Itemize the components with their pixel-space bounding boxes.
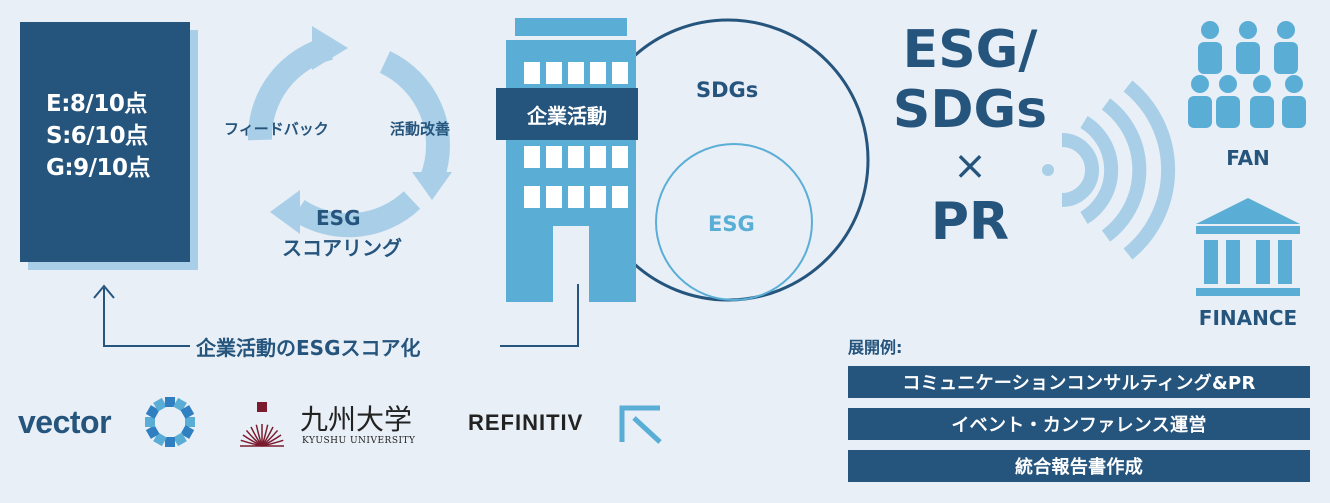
- headline-pr: PR: [930, 192, 1010, 252]
- headline-times: ×: [953, 143, 987, 189]
- venn-inner-circle: [655, 143, 813, 301]
- sdgs-label: SDGs: [696, 78, 759, 102]
- scoring-label-scoring: スコアリング: [282, 236, 402, 260]
- cycle-arrow-bottom: [291, 191, 421, 238]
- finance-label: FINANCE: [1198, 306, 1298, 330]
- refinitiv-logo-text: REFINITIV: [468, 410, 584, 435]
- esg-score-card: E:8/10点 S:6/10点 G:9/10点: [20, 22, 190, 262]
- arrowhead-right: [412, 172, 452, 200]
- application-item: コミュニケーションコンサルティング&PR: [848, 366, 1310, 398]
- arrowhead-bottom: [270, 190, 300, 234]
- refinitiv-logo-mark: [619, 405, 662, 444]
- building-icon: [506, 18, 636, 302]
- feedback-label: フィードバック: [224, 120, 329, 138]
- cycle-arrowheads: [270, 26, 452, 234]
- cycle-arrow-right: [379, 51, 450, 183]
- signal-origin: [1042, 164, 1054, 176]
- corporate-activity-label: 企業活動: [496, 88, 638, 140]
- application-item: イベント・カンファレンス運営: [848, 408, 1310, 440]
- improvement-label: 活動改善: [390, 120, 451, 138]
- score-s: S:6/10点: [46, 123, 148, 149]
- vector-logo-text: vector: [18, 404, 112, 440]
- kyushu-logo-text: 九州大学: [300, 403, 413, 436]
- scoring-label-esg: ESG: [316, 206, 361, 230]
- application-item: 統合報告書作成: [848, 450, 1310, 482]
- score-e: E:8/10点: [46, 91, 147, 117]
- signal-icon: [1061, 80, 1176, 260]
- bank-icon: [1196, 198, 1300, 296]
- fan-label: FAN: [1226, 146, 1270, 170]
- esg-label: ESG: [708, 212, 755, 236]
- vector-logo-mark: [145, 397, 195, 447]
- kyushu-emblem: [240, 402, 284, 447]
- scoring-flow-label: 企業活動のESGスコア化: [196, 336, 421, 360]
- score-g: G:9/10点: [46, 155, 151, 181]
- applications-heading: 展開例:: [848, 338, 903, 357]
- headline-esg: ESG/: [902, 20, 1038, 80]
- scoring-flow-connector: [93, 284, 579, 347]
- people-icon: [1188, 21, 1306, 128]
- kyushu-logo-english: KYUSHU UNIVERSITY: [302, 436, 416, 446]
- arrowhead-top: [312, 26, 348, 70]
- headline-sdgs: SDGs: [892, 80, 1048, 140]
